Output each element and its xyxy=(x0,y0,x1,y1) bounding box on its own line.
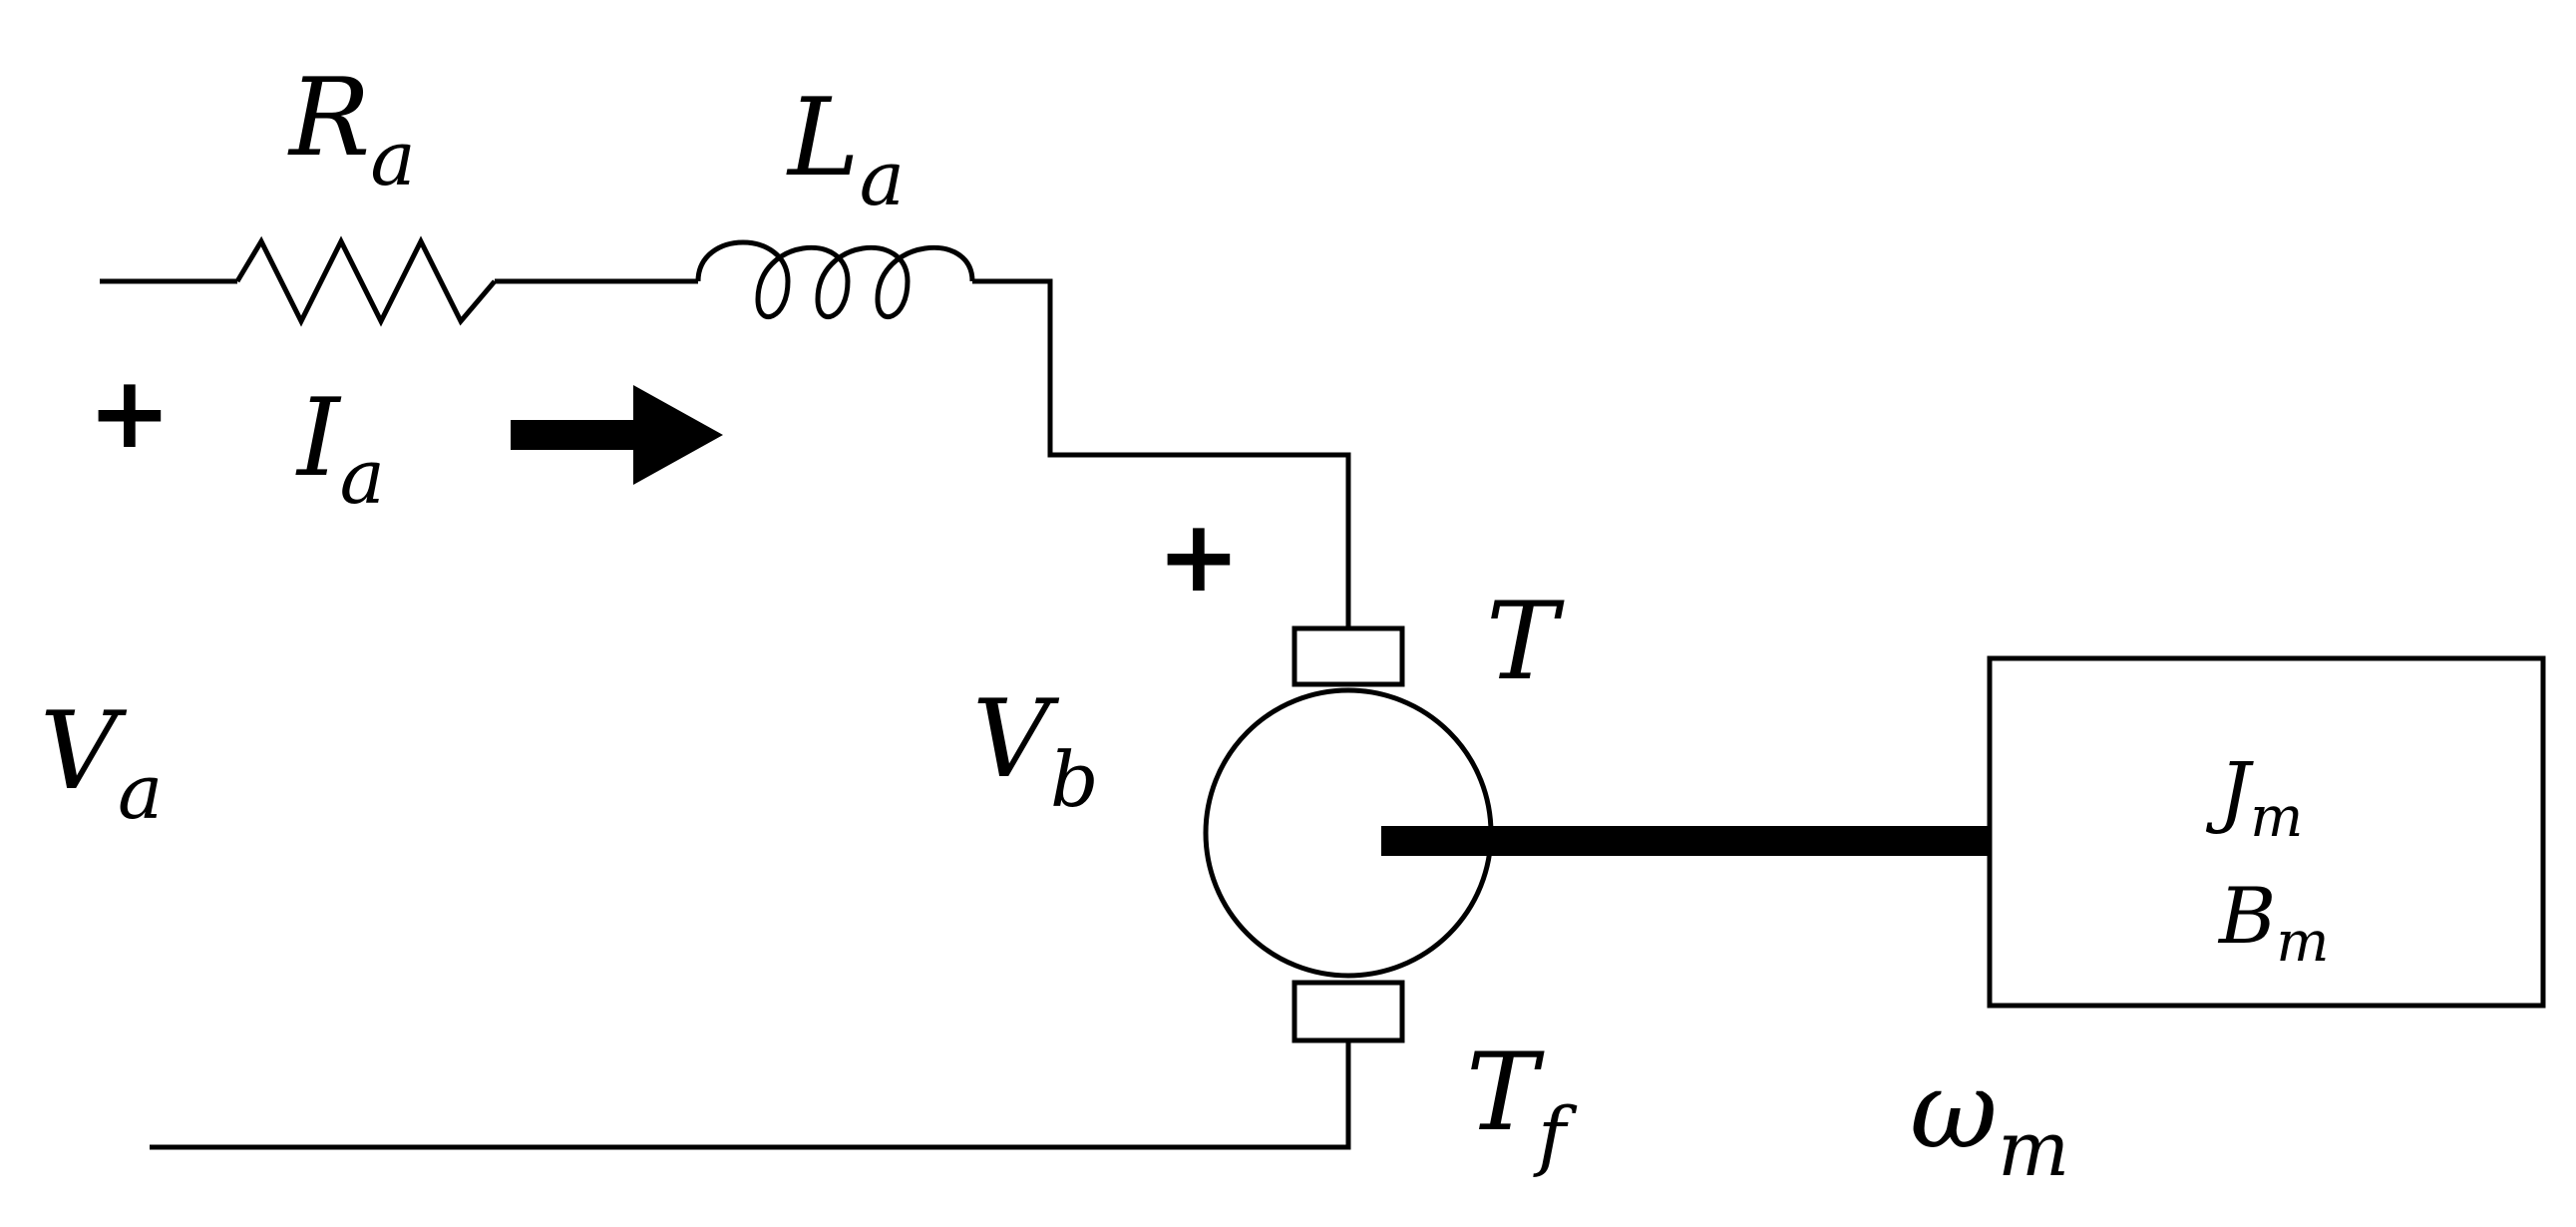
supply-plus-sign: + xyxy=(88,354,172,471)
friction-torque-label: Tf xyxy=(1466,1030,1578,1179)
load-block xyxy=(1987,655,2546,1009)
resistor-label: Ra xyxy=(287,56,416,203)
current-label: Ia xyxy=(295,376,385,521)
inductor-label: La xyxy=(786,76,905,222)
wire-inductor-to-motor xyxy=(972,278,1351,628)
resistor-zigzag xyxy=(234,235,497,327)
motor-top-brush xyxy=(1291,625,1405,687)
current-arrow-icon xyxy=(511,385,723,485)
supply-voltage-label: Va xyxy=(40,689,163,836)
torque-label: T xyxy=(1486,580,1565,704)
inertia-label: Jm xyxy=(2205,747,2303,850)
inductor-coil xyxy=(695,239,975,319)
wire-return xyxy=(150,1040,1351,1150)
damping-label: Bm xyxy=(2217,872,2329,975)
speed-label: ωm xyxy=(1910,1048,2069,1193)
back-emf-label: Vb xyxy=(972,677,1099,824)
back-emf-plus-sign: + xyxy=(1157,498,1241,614)
motor-bottom-brush xyxy=(1291,980,1405,1043)
